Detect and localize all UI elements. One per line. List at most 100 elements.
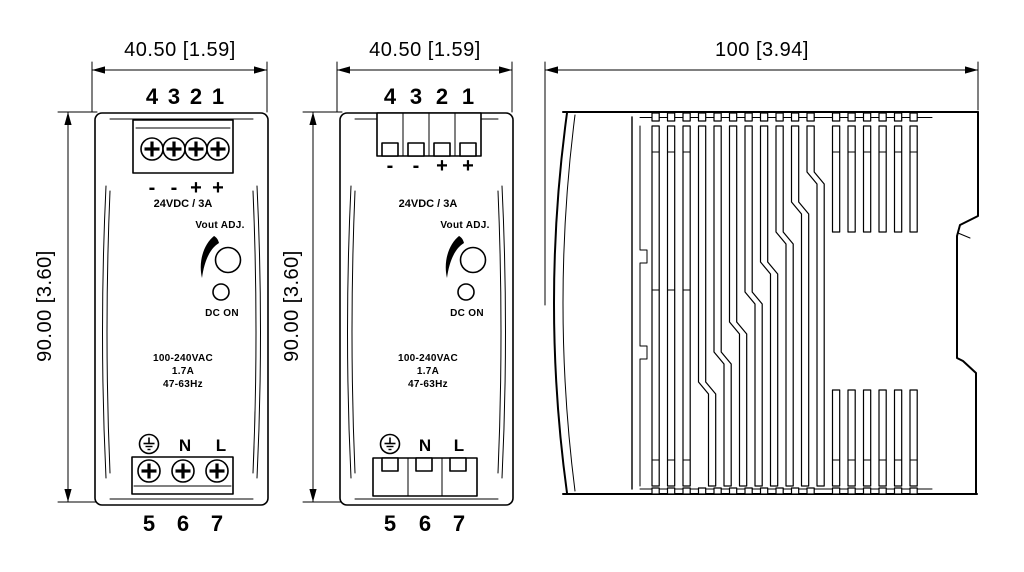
vent-slot [682,112,691,122]
vent-slot [893,125,903,233]
terminal-number: 4 [384,84,397,109]
ground-icon [379,433,401,455]
dim-arrow-up [309,112,317,125]
vent-slot [713,125,732,487]
dc-on-label: DC ON [450,308,484,319]
vent-slots [651,112,918,495]
vent-slot [831,112,841,122]
polarity-sign: + [436,155,448,177]
vent-slot [775,112,784,122]
vent-slot [759,125,779,487]
vent-slot [790,487,800,495]
dim-arrow-left [92,66,105,74]
polarity-sign: + [190,177,202,199]
dim-arrow-right [499,66,512,74]
terminal-number: 6 [177,511,189,536]
clamp-slot [407,142,425,157]
vent-slot [831,389,841,487]
terminal-number: 4 [146,84,159,109]
vent-slot [744,487,753,495]
side-width-dim: 100 [3.94] [715,39,809,61]
line-label: L [216,436,226,455]
terminal-number: 5 [143,511,155,536]
front-view-screw-terminals: 4 3 2 1 - - + + 24VDC / 3A Vout ADJ. DC … [94,84,269,536]
vent-slot [728,125,748,487]
vent-slot [666,125,676,487]
vent-slot [910,151,918,461]
front-clamp-height-dim: 90.00 [3.60] [281,250,303,362]
clamp-slot [415,457,433,472]
bezel-profile [639,125,648,487]
vent-slot [893,112,903,122]
vent-slot [666,487,676,495]
vent-slot [847,487,856,495]
vent-slot [909,389,918,487]
clamp-slot [381,142,399,157]
input-rating-line: 1.7A [417,366,439,377]
dim-arrow-left [337,66,350,74]
vent-slot [847,112,856,122]
dim-arrow-down [64,489,72,502]
vent-slot [831,125,841,233]
vent-slot [909,487,918,495]
vent-slot [651,125,660,487]
terminal-number: 6 [419,511,431,536]
input-rating-line: 47-63Hz [163,379,203,390]
dim-arrow-right [965,66,978,74]
dc-on-label: DC ON [205,308,239,319]
vent-slot [775,125,794,487]
side-view [553,111,979,495]
vent-slot [909,112,918,122]
vent-slot [862,487,872,495]
neutral-label: N [419,436,431,455]
vent-slot [728,112,738,122]
screw-terminal-icon [136,458,162,484]
vent-slot [878,389,887,487]
input-rating-line: 100-240VAC [153,353,213,364]
vent-slot [744,112,753,122]
vent-slot [831,487,841,495]
vent-slot [652,151,660,461]
vent-slot [744,125,763,487]
vent-slot [862,125,872,233]
terminal-number: 7 [453,511,465,536]
vent-slot [790,125,810,487]
vent-slot [847,125,856,233]
neutral-label: N [179,436,191,455]
vent-slot [697,487,707,495]
vent-slot [832,151,840,461]
vent-slot [879,151,887,461]
vent-slot [697,112,707,122]
front-view-clamp-terminals: 4 3 2 1 - - + + 24VDC / 3A Vout ADJ. DC … [339,84,514,536]
terminal-number: 1 [212,84,224,109]
vent-slot [862,112,872,122]
front-screw-width-dim: 40.50 [1.59] [124,39,236,61]
terminal-number: 1 [462,84,474,109]
terminal-number: 7 [211,511,223,536]
vent-slot [697,125,717,487]
front-screw-height-dim: 90.00 [3.60] [34,250,56,362]
dim-arrow-left [545,66,558,74]
screw-terminal-icon [205,136,231,162]
vent-slot [713,112,722,122]
front-clamp-width-dim: 40.50 [1.59] [369,39,481,61]
output-rating-label: 24VDC / 3A [399,198,458,210]
vent-slot [862,389,872,487]
vent-slot [806,112,815,122]
vent-slot [651,487,660,495]
polarity-sign: - [413,155,420,177]
vent-slot [806,487,815,495]
screw-terminal-icon [139,136,165,162]
vent-slot [878,112,887,122]
dim-arrow-down [309,489,317,502]
terminal-number: 2 [436,84,448,109]
screw-terminal-icon [161,136,187,162]
polarity-sign: - [171,177,178,199]
input-rating-line: 100-240VAC [398,353,458,364]
vent-slot [909,125,918,233]
dimension-annotations: 40.50 [1.59] 40.50 [1.59] 100 [3.94] 90.… [34,39,979,503]
vent-slot [847,389,856,487]
polarity-sign: + [212,177,224,199]
